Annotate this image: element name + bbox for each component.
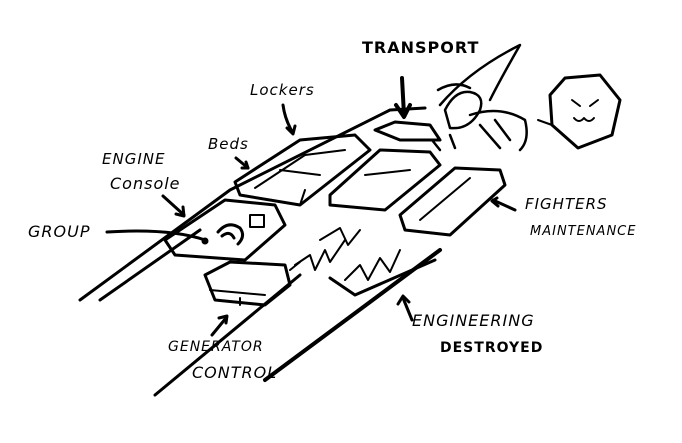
label-beds: Beds (208, 135, 249, 153)
group-room (163, 198, 287, 262)
engine-console-shape (216, 223, 245, 246)
upper-room (328, 148, 442, 212)
lockers-arrow-icon (281, 103, 297, 136)
label-generator-control-line1: GENERATOR (168, 339, 264, 355)
fighters-room (398, 166, 507, 237)
generator-room (203, 260, 292, 307)
label-fighters-maintenance-line1: FIGHTERS (525, 195, 608, 213)
engineering-arrow-icon (396, 294, 414, 322)
debris (294, 239, 401, 281)
label-engineering-line2: DESTROYED (440, 340, 544, 356)
group-pointer-line (105, 229, 209, 245)
alien-creature-icon (430, 43, 528, 152)
transport-ship (373, 120, 442, 142)
fighters-arrow-icon (490, 196, 517, 212)
speech-bubble-angry-face-icon (537, 73, 622, 150)
label-transport: TRANSPORT (362, 38, 480, 57)
label-fighters-maintenance-line2: MAINTENANCE (530, 224, 637, 239)
engine-console-arrow-icon (161, 194, 186, 218)
generator-arrow-icon (210, 314, 229, 337)
hull-inner-rail (98, 228, 202, 302)
label-group: GROUP (28, 222, 91, 241)
lockers-room (233, 133, 372, 207)
hull-lower-right (328, 258, 437, 297)
label-engine-console-line2: Console (110, 174, 181, 193)
beds-arrow-icon (234, 156, 250, 170)
console-box (249, 214, 265, 228)
label-generator-control-line2: CONTROL (192, 363, 278, 382)
transport-arrow-icon (394, 76, 412, 119)
label-lockers: Lockers (250, 81, 315, 99)
label-engine-console-line1: ENGINE (102, 150, 166, 168)
label-engineering-line1: ENGINEERING (412, 311, 535, 330)
